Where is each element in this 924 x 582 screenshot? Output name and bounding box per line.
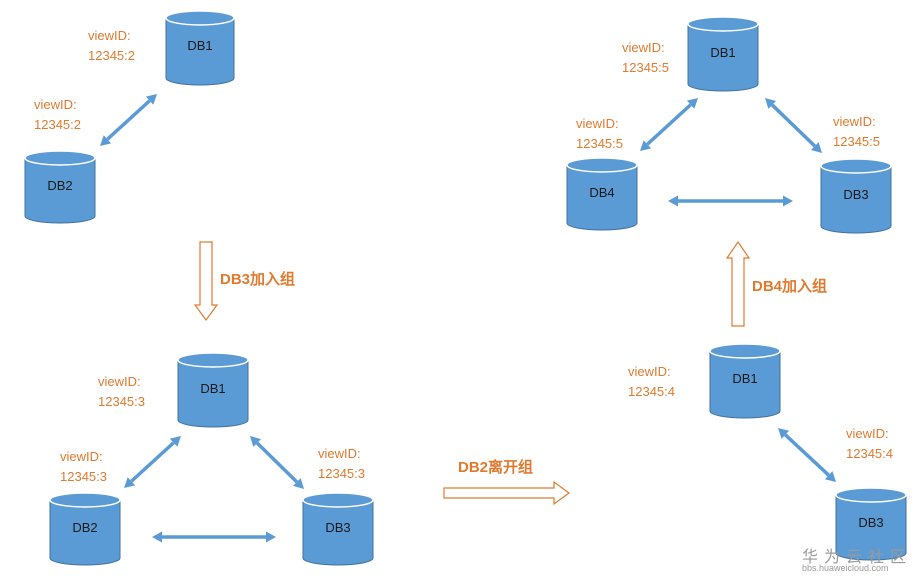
s2-db2-viewid: viewID: 12345:3 — [60, 449, 107, 484]
s2-db3-viewid: viewID: 12345:3 — [318, 446, 365, 481]
s4-db3-viewid: viewID: 12345:5 — [833, 114, 880, 149]
stage4-db4-icon — [566, 157, 638, 231]
s4-db4-label: DB4 — [589, 185, 615, 200]
transition-db4-join: DB4加入组 — [752, 278, 828, 295]
stage4-db3-icon — [820, 158, 892, 234]
s1-db2-viewid: viewID: 12345:2 — [34, 97, 81, 132]
s1-db1-label: DB1 — [187, 38, 213, 53]
stage2-db2-icon — [49, 492, 121, 566]
s2-db1-viewid: viewID: 12345:3 — [98, 374, 145, 409]
watermark-brand: 华为云社区 — [802, 549, 913, 566]
stage4-link-db4-db3 — [668, 195, 793, 207]
watermark-url: bbs.huaweicloud.com — [802, 563, 889, 573]
s4-db1-viewid: viewID: 12345:5 — [622, 40, 669, 75]
s1-db1-viewid: viewID: 12345:2 — [88, 28, 135, 63]
stage2-db1-icon — [177, 352, 249, 428]
transition-db3-join: DB3加入组 — [220, 271, 296, 288]
s3-db3-label: DB3 — [858, 515, 884, 530]
transition-db2-leave: DB2离开组 — [458, 459, 534, 476]
stage4-link-db1-db4 — [640, 98, 698, 151]
s3-db1-viewid: viewID: 12345:4 — [628, 364, 675, 399]
stage2-link-db1-db2 — [124, 436, 181, 488]
s4-db4-viewid: viewID: 12345:5 — [576, 116, 623, 151]
stage2-link-db2-db3 — [152, 531, 276, 543]
s4-db1-label: DB1 — [710, 45, 736, 60]
s3-db1-label: DB1 — [732, 371, 758, 386]
s2-db1-label: DB1 — [200, 381, 226, 396]
transition3-arrow — [725, 240, 751, 327]
s1-db2-label: DB2 — [47, 178, 73, 193]
stage4-link-db1-db3 — [765, 98, 822, 153]
stage1-db2-icon — [24, 150, 96, 224]
s3-db3-viewid: viewID: 12345:4 — [846, 426, 893, 461]
s2-db3-label: DB3 — [325, 520, 351, 535]
transition2-arrow — [443, 480, 571, 506]
stage4-db1-icon — [687, 16, 759, 92]
stage1-db1-icon — [165, 10, 235, 86]
stage3-db1-icon — [709, 343, 781, 419]
stage3-link-db1-db3 — [778, 428, 836, 482]
s2-db2-label: DB2 — [72, 520, 98, 535]
stage2-link-db1-db3 — [250, 436, 304, 489]
s4-db3-label: DB3 — [843, 187, 869, 202]
transition1-arrow — [193, 241, 219, 322]
stage3-db3-icon — [835, 487, 907, 561]
stage1-link-db1-db2 — [100, 94, 157, 146]
stage2-db3-icon — [302, 492, 374, 566]
